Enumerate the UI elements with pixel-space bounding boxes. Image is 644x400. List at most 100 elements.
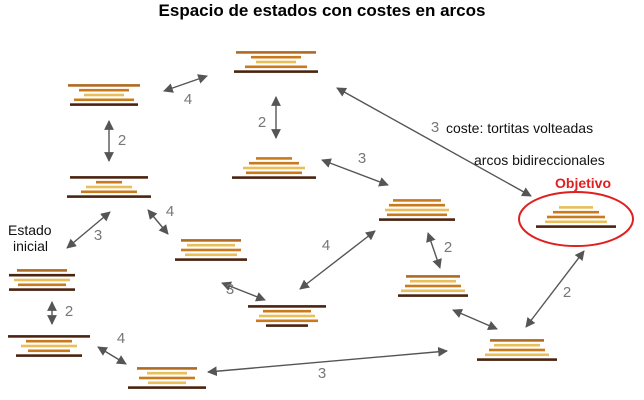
pancake-m-1 (137, 367, 197, 370)
pancake-n-5 (477, 358, 557, 361)
goal-label: Objetivo (555, 175, 612, 191)
pancake-m-5 (128, 386, 206, 389)
pancake-b-1 (236, 51, 316, 54)
cost-legend-text: coste: tortitas volteadas (446, 120, 594, 136)
edge-c-f (66, 211, 111, 249)
pancake-c-4 (81, 190, 137, 194)
pancake-c-1 (70, 176, 148, 179)
edge-m-n (207, 346, 448, 377)
pancake-m-4 (148, 381, 186, 385)
pancake-i-2 (410, 279, 456, 283)
edge-cost-d-e: 3 (358, 150, 366, 167)
edge-cost-a-c: 2 (118, 132, 126, 149)
pancake-h-3 (259, 314, 315, 318)
pancake-n-2 (494, 343, 540, 347)
edge-cost-c-f: 3 (94, 227, 102, 244)
pancake-k-4 (28, 349, 70, 353)
pancake-m-2 (147, 371, 187, 375)
pancake-d-1 (256, 157, 292, 160)
edge-cost-f-k: 2 (65, 303, 73, 320)
edge-e-i (426, 232, 442, 269)
pancake-n-3 (489, 348, 545, 352)
pancake-e-1 (393, 199, 441, 202)
pancake-h-1 (248, 305, 326, 308)
pancake-f-1 (17, 269, 67, 272)
pancake-m-3 (139, 376, 195, 380)
pancake-n-1 (490, 339, 544, 342)
estado-j (536, 206, 616, 228)
pancake-e-3 (385, 208, 449, 212)
pancake-f-2 (9, 273, 75, 277)
states-layer (8, 51, 616, 389)
edge-cost-m-n: 3 (318, 365, 326, 382)
pancake-j-1 (559, 206, 593, 209)
pancake-g-4 (185, 253, 237, 257)
pancake-i-5 (398, 294, 468, 297)
pancake-h-4 (256, 319, 318, 323)
estado-a (68, 84, 140, 106)
pancake-c-5 (67, 195, 151, 198)
pancake-a-4 (74, 98, 134, 102)
edge-cost-k-m: 4 (117, 330, 125, 347)
pancake-i-4 (401, 289, 465, 293)
pancake-e-2 (389, 203, 445, 207)
pancake-b-3 (256, 60, 296, 64)
edge-i-n (452, 308, 498, 331)
pancake-i-1 (406, 275, 460, 278)
estado-b (234, 51, 318, 73)
pancake-h-5 (266, 324, 308, 327)
pancake-e-4 (387, 213, 447, 217)
edge-a-b (163, 74, 208, 93)
pancake-g-2 (187, 243, 235, 247)
pancake-g-3 (181, 248, 241, 252)
edge-cost-j-n: 2 (563, 284, 571, 301)
estado-c (67, 176, 151, 198)
edge-d-e (321, 158, 389, 187)
estado-k (8, 335, 90, 357)
edge-cost-c-g: 4 (166, 203, 174, 220)
pancake-n-4 (485, 353, 549, 357)
edge-g-h (221, 281, 266, 302)
edge-e-h (299, 230, 376, 290)
edge-cost-b-d: 2 (258, 114, 266, 131)
pancake-a-1 (68, 84, 140, 87)
start-label-line1: Estado (8, 222, 52, 238)
pancake-a-2 (79, 88, 129, 92)
goal-highlight-ring (518, 191, 634, 247)
pancake-c-3 (86, 185, 132, 189)
pancake-d-4 (246, 171, 302, 175)
edge-k-m (97, 346, 127, 365)
edge-c-g (147, 209, 169, 235)
pancake-f-3 (14, 278, 70, 282)
pancake-d-2 (249, 161, 299, 165)
pancake-b-4 (245, 65, 307, 69)
pancake-f-4 (18, 283, 66, 287)
pancake-j-3 (547, 215, 605, 219)
estado-f (9, 269, 75, 291)
edge-b-j (336, 87, 532, 197)
edge-cost-e-i: 2 (444, 239, 452, 256)
estado-h (248, 305, 326, 327)
estado-d (232, 157, 316, 179)
edge-cost-e-h: 4 (322, 237, 330, 254)
bidirectional-legend-text: arcos bidireccionales (474, 152, 605, 168)
pancake-k-1 (8, 335, 90, 338)
start-label-line2: inicial (13, 238, 49, 254)
pancake-d-3 (243, 166, 305, 170)
pancake-c-2 (96, 180, 122, 184)
pancake-h-2 (263, 309, 311, 313)
estado-g (175, 239, 247, 261)
edge-cost-g-h: 3 (226, 281, 234, 298)
pancake-e-5 (379, 218, 455, 221)
pancake-f-5 (9, 288, 75, 291)
pancake-k-3 (21, 344, 77, 348)
edge-cost-b-j: 3 (431, 119, 439, 136)
pancake-k-2 (26, 339, 72, 343)
pancake-i-3 (405, 284, 461, 288)
pancake-a-5 (70, 103, 138, 106)
pancake-b-5 (234, 70, 318, 73)
pancake-d-5 (232, 176, 316, 179)
